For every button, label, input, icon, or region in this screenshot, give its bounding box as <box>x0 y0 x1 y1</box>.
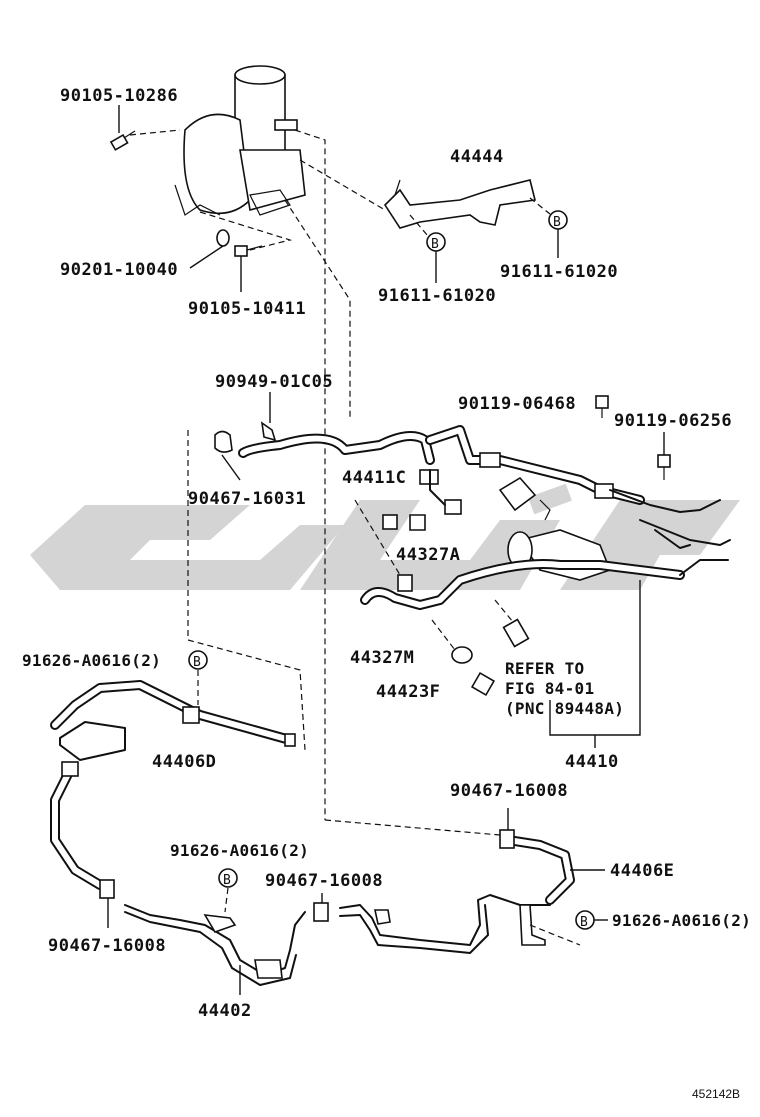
figure-number: 452142B <box>692 1087 740 1101</box>
callout-b: B <box>548 210 568 230</box>
label-90467-16031: 90467-16031 <box>188 489 306 509</box>
label-91626-a0616-a: 91626-A0616(2) <box>22 651 161 670</box>
clip-icon <box>260 421 277 442</box>
refer-note-line3: (PNC 89448A) <box>505 699 624 718</box>
union-fitting-44411c <box>419 469 462 515</box>
label-44423f: 44423F <box>376 682 440 702</box>
hose-clamp-icon <box>99 879 115 899</box>
hose-clamp-icon <box>214 430 233 453</box>
label-90119-06256: 90119-06256 <box>614 411 732 431</box>
hose-clamp-icon <box>313 902 329 922</box>
label-90119-06468: 90119-06468 <box>458 394 576 414</box>
svg-text:B: B <box>553 215 561 230</box>
pressure-sensor <box>502 618 530 648</box>
svg-text:B: B <box>580 915 588 930</box>
callout-b: B <box>426 232 446 252</box>
label-44327m: 44327M <box>350 648 414 668</box>
label-90105-10286: 90105-10286 <box>60 86 178 106</box>
callout-b: B <box>188 650 208 670</box>
bolt-icon <box>234 245 263 257</box>
label-91626-a0616-b: 91626-A0616(2) <box>170 841 309 860</box>
label-44327a: 44327A <box>396 545 460 565</box>
washer-icon <box>216 229 230 247</box>
svg-text:B: B <box>193 655 201 670</box>
power-steering-pump <box>174 65 306 216</box>
label-90467-16008-c: 90467-16008 <box>48 936 166 956</box>
label-44406d: 44406D <box>152 752 216 772</box>
svg-text:B: B <box>431 237 439 252</box>
bolt-icon <box>595 395 609 418</box>
refer-note-line2: FIG 84-01 <box>505 679 594 698</box>
bracket-44444 <box>383 179 536 229</box>
hose-clamp-icon <box>451 646 473 664</box>
label-90105-10411: 90105-10411 <box>188 299 306 319</box>
label-91626-a0616-c: 91626-A0616(2) <box>612 911 751 930</box>
label-90201-10040: 90201-10040 <box>60 260 178 280</box>
label-90467-16008-b: 90467-16008 <box>265 871 383 891</box>
label-91611-61020-b: 91611-61020 <box>500 262 618 282</box>
label-90467-16008-a: 90467-16008 <box>450 781 568 801</box>
label-44444: 44444 <box>450 147 504 167</box>
bolt-icon <box>657 454 671 480</box>
hose-clamp-icon <box>499 829 515 849</box>
refer-note-line1: REFER TO <box>505 659 584 678</box>
label-44411c: 44411C <box>342 468 406 488</box>
hose-clamp-icon <box>382 514 426 531</box>
label-44406e: 44406E <box>610 861 674 881</box>
label-44410: 44410 <box>565 752 619 772</box>
callout-b: B <box>218 868 238 888</box>
label-91611-61020-a: 91611-61020 <box>378 286 496 306</box>
label-90949-01c05: 90949-01C05 <box>215 372 333 392</box>
label-44402: 44402 <box>198 1001 252 1021</box>
svg-text:B: B <box>223 873 231 888</box>
fitting-44423f <box>470 671 496 697</box>
callout-b: B <box>575 910 595 930</box>
bolt-icon <box>109 130 136 151</box>
